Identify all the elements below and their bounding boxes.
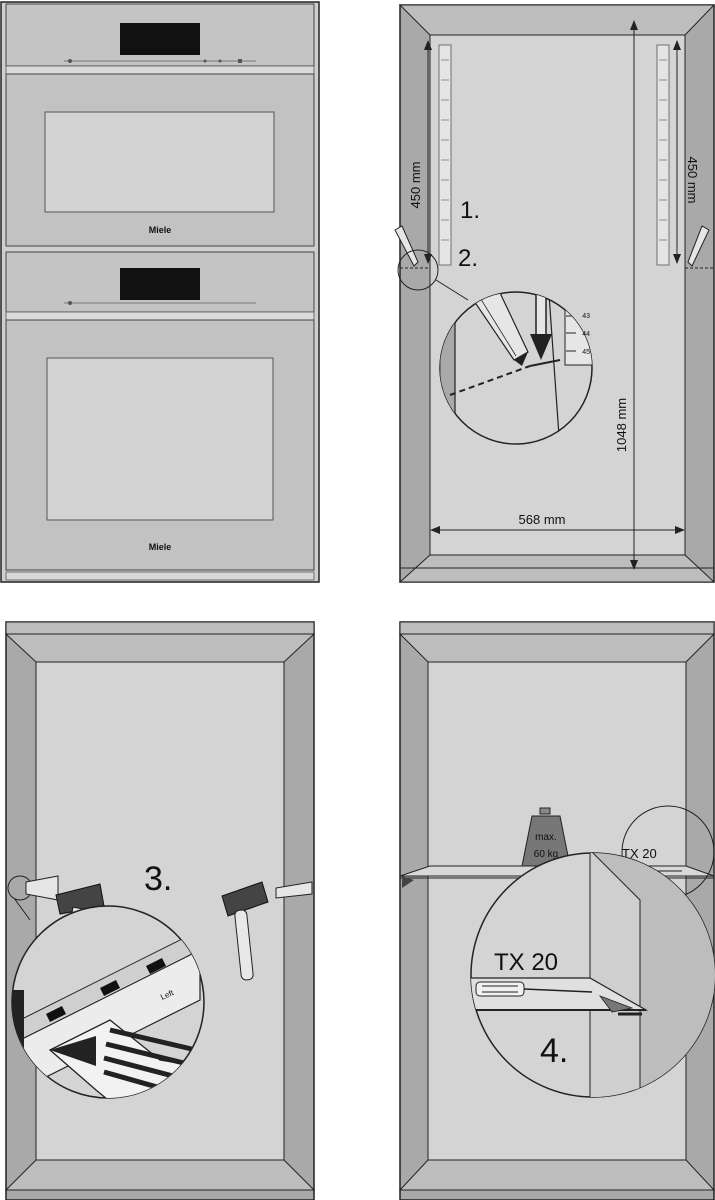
callout-connector — [435, 279, 469, 301]
zoom-detail-marking: 43 44 45 — [439, 291, 593, 445]
bracket-right-icon — [275, 881, 313, 899]
tool-small-label: TX 20 — [622, 846, 657, 861]
hammer-right-icon — [221, 881, 269, 981]
step-4-label: 4. — [540, 1032, 568, 1070]
cabinet-base-line — [399, 567, 715, 583]
hammer-panel: 3. Left — [4, 621, 316, 1200]
step-2-label: 2. — [458, 245, 478, 272]
zoom-arrow-down-icon — [530, 334, 552, 360]
upper-door-handle — [5, 65, 315, 75]
detail-callout-circle — [397, 249, 439, 291]
ruler-tick-44: 44 — [582, 331, 590, 338]
height-total-label: 1048 mm — [614, 398, 629, 452]
cabinet-top-bevel — [398, 633, 715, 663]
lower-power-icon — [68, 301, 72, 305]
shelf-panel: max. 60 kg TX 20 — [398, 621, 715, 1200]
upper-touch-icon — [203, 59, 207, 63]
upper-touch-icon — [238, 59, 242, 63]
arrow-head-icon — [673, 40, 681, 50]
step-3-label: 3. — [144, 860, 172, 898]
zoom-screw-icon — [598, 995, 634, 1013]
shelf-bracket-icon — [402, 876, 414, 888]
cabinet-bottom-bevel — [398, 1159, 715, 1191]
measuring-tape-right — [656, 44, 670, 266]
zoom-screwdriver-icon — [475, 981, 593, 997]
cabinet-top-bevel — [398, 4, 715, 36]
measurement-panel: 450 mm 450 mm 1048 mm 568 mm 1. 2. — [394, 4, 715, 583]
cabinet-niche — [429, 34, 686, 556]
cabinet-top-edge — [5, 621, 315, 635]
weight-line-1: max. — [535, 832, 557, 843]
ruler-tick-45: 45 — [582, 349, 590, 356]
arrow-head-icon — [675, 526, 685, 534]
lower-display — [120, 268, 200, 300]
pencil-icon — [687, 225, 710, 267]
arrow-head-icon — [630, 20, 638, 30]
cabinet-top-edge — [399, 621, 715, 635]
tool-large-label: TX 20 — [494, 949, 558, 976]
height-left-label: 450 mm — [408, 162, 423, 209]
oven-panel: Miele Miele — [0, 1, 320, 583]
arrow-head-icon — [673, 254, 681, 264]
zoom-marking-line — [449, 365, 531, 396]
lower-door-handle — [5, 311, 315, 321]
cabinet-bottom-bevel — [4, 1159, 316, 1191]
lower-brand-label: Miele — [149, 542, 172, 552]
oven-base-trim — [5, 571, 315, 581]
step-1-label: 1. — [460, 197, 480, 224]
arrow-head-icon — [630, 560, 638, 570]
upper-door-window — [44, 111, 275, 213]
arrow-head-icon — [424, 254, 432, 264]
width-label: 568 mm — [519, 512, 566, 527]
lower-door-window — [46, 357, 274, 521]
upper-oven: Miele — [5, 3, 315, 247]
pencil-icon — [394, 225, 419, 267]
weight-line-2: 60 kg — [534, 849, 558, 860]
cabinet-top-bevel — [4, 633, 316, 663]
upper-power-icon — [68, 59, 72, 63]
height-right-label: 450 mm — [685, 157, 700, 204]
arrow-head-icon — [424, 40, 432, 50]
ruler-tick-43: 43 — [582, 313, 590, 320]
measuring-tape-left — [438, 44, 452, 266]
callout-connector — [13, 897, 31, 921]
upper-display — [120, 23, 200, 55]
lower-oven: Miele — [5, 251, 315, 571]
upper-brand-label: Miele — [149, 225, 172, 235]
upper-touch-icon — [218, 59, 222, 63]
arrow-head-icon — [430, 526, 440, 534]
